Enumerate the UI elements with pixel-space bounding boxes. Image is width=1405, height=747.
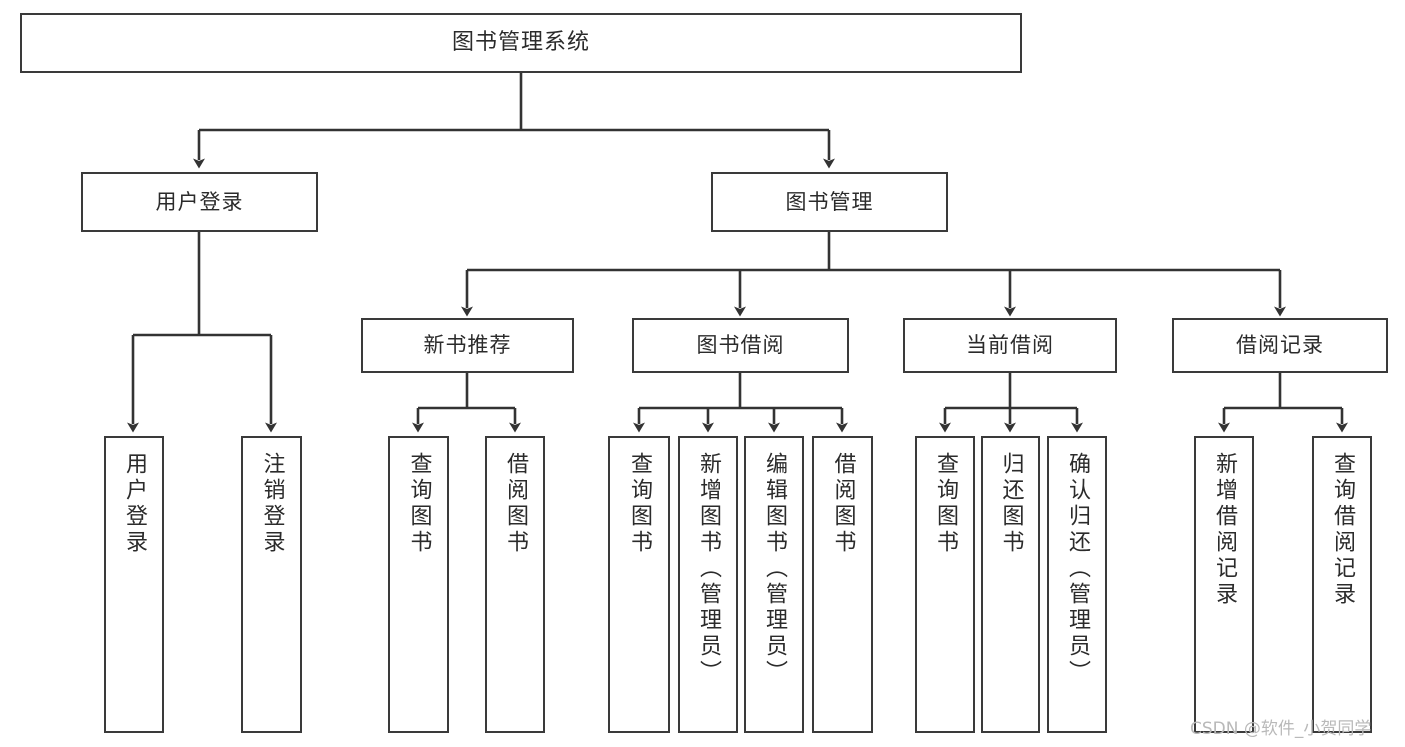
leaf-query-book-current[interactable]: 查询图书 [915,436,975,733]
node-book-borrow[interactable]: 图书借阅 [632,318,849,373]
node-current-borrow[interactable]: 当前借阅 [903,318,1117,373]
node-label: 查询图书 [406,452,432,556]
node-label: 查询图书 [627,452,652,556]
node-label: 图书借阅 [696,333,785,358]
leaf-query-book-recommend[interactable]: 查询图书 [388,436,449,733]
leaf-edit-book-admin[interactable]: 编辑图书（管理员） [744,436,804,733]
node-user-login[interactable]: 用户登录 [81,172,318,232]
leaf-add-borrow-record[interactable]: 新增借阅记录 [1194,436,1254,733]
node-label: 编辑图书（管理员） [762,452,787,686]
node-label: 用户登录 [122,452,147,556]
node-root[interactable]: 图书管理系统 [20,13,1022,73]
node-label: 借阅图书 [503,452,528,556]
leaf-add-book-admin[interactable]: 新增图书（管理员） [678,436,738,733]
node-new-book-recommend[interactable]: 新书推荐 [361,318,574,373]
watermark: CSDN @软件_小贺同学 [1190,719,1372,739]
leaf-borrow-book[interactable]: 借阅图书 [812,436,873,733]
leaf-query-borrow-record[interactable]: 查询借阅记录 [1312,436,1372,733]
node-label: 新书推荐 [423,333,512,358]
node-label: 用户登录 [155,189,244,214]
node-borrow-record[interactable]: 借阅记录 [1172,318,1388,373]
node-label: 注销登录 [259,452,285,556]
node-label: 新增借阅记录 [1212,452,1237,608]
node-label: 查询借阅记录 [1330,452,1355,608]
node-label: 确认归还（管理员） [1065,452,1090,686]
leaf-return-book[interactable]: 归还图书 [981,436,1040,733]
leaf-query-book-borrow[interactable]: 查询图书 [608,436,670,733]
node-label: 借阅图书 [830,452,856,556]
node-label: 图书管理 [785,189,874,214]
leaf-user-login[interactable]: 用户登录 [104,436,164,733]
node-book-management[interactable]: 图书管理 [711,172,948,232]
node-label: 图书管理系统 [451,30,590,56]
leaf-borrow-book-recommend[interactable]: 借阅图书 [485,436,545,733]
node-label: 新增图书（管理员） [696,452,721,686]
leaf-logout[interactable]: 注销登录 [241,436,302,733]
leaf-confirm-return-admin[interactable]: 确认归还（管理员） [1047,436,1107,733]
node-label: 查询图书 [933,452,958,556]
node-label: 借阅记录 [1236,333,1324,358]
node-label: 当前借阅 [966,333,1054,358]
node-label: 归还图书 [998,452,1024,556]
